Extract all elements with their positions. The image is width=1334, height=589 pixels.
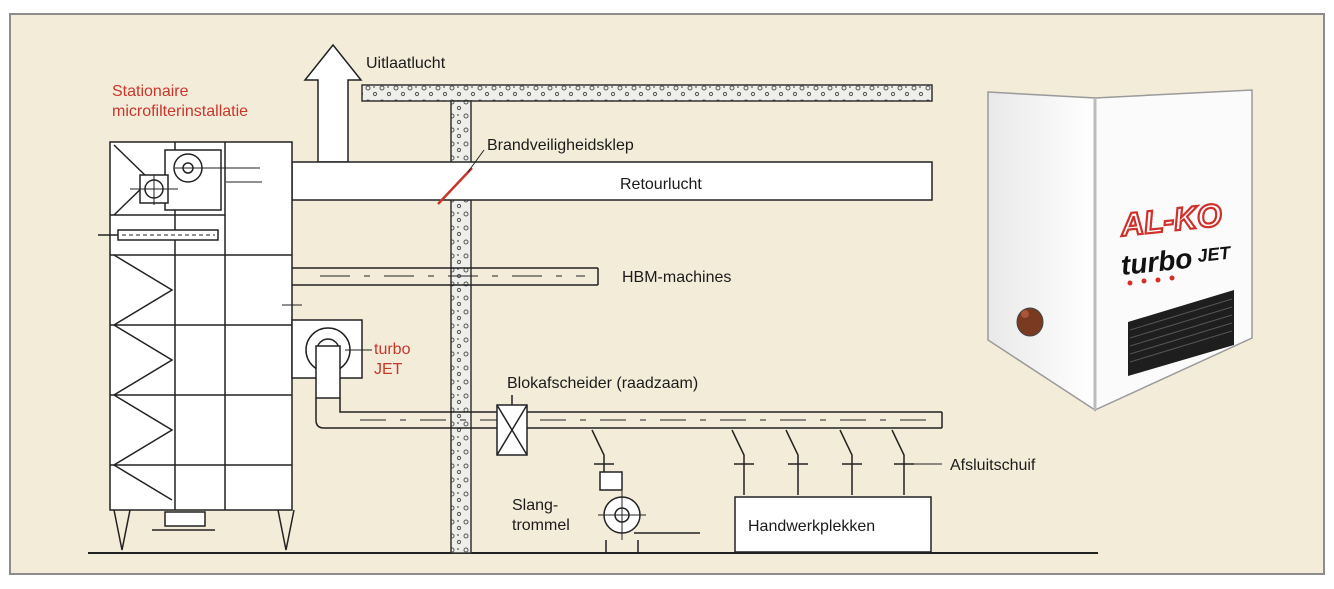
hbm-machines-label: HBM-machines [622, 269, 731, 286]
workstation-branches [591, 429, 942, 495]
return-air-duct [291, 161, 933, 201]
model-word-jet: JET [1196, 242, 1233, 266]
exhaust-arrow [303, 43, 363, 163]
fire-damper [437, 167, 473, 205]
block-separator [496, 395, 528, 456]
hose-reel [598, 471, 700, 554]
fire-damper-label: Brandveiligheidsklep [487, 137, 634, 154]
main-collection-duct [315, 398, 943, 429]
block-separator-label: Blokafscheider (raadzaam) [507, 375, 698, 392]
turbo-jet-cabinet: AL-KO turbo JET [987, 89, 1253, 412]
cabinet-port [1016, 307, 1044, 337]
cabinet-vent-grille [1128, 290, 1234, 376]
logo-red-dots [1127, 275, 1175, 286]
return-air-label: Retourlucht [620, 176, 702, 193]
hose-reel-label-line2: trommel [512, 517, 570, 534]
turbo-jet-label-line2: JET [374, 361, 403, 378]
filter-installation-label-line1: Stationaire [112, 83, 189, 100]
fire-damper-leader [467, 149, 485, 173]
turbo-jet-label-line1: turbo [374, 341, 411, 358]
exhaust-air-label: Uitlaatlucht [366, 55, 446, 72]
wall [450, 100, 472, 554]
workstations-box [734, 496, 932, 553]
filter-installation-label-line2: microfilterinstallatie [112, 103, 248, 120]
ceiling-slab [361, 84, 933, 102]
model-word-turbo: turbo [1119, 243, 1193, 281]
hose-reel-label-line1: Slang- [512, 497, 558, 514]
workstations-label: Handwerkplekken [748, 518, 875, 535]
filter-fan-motor [130, 149, 262, 211]
hbm-duct [292, 267, 599, 286]
shutoff-valve-label: Afsluitschuif [950, 457, 1036, 474]
turbo-jet-fan [282, 296, 372, 399]
